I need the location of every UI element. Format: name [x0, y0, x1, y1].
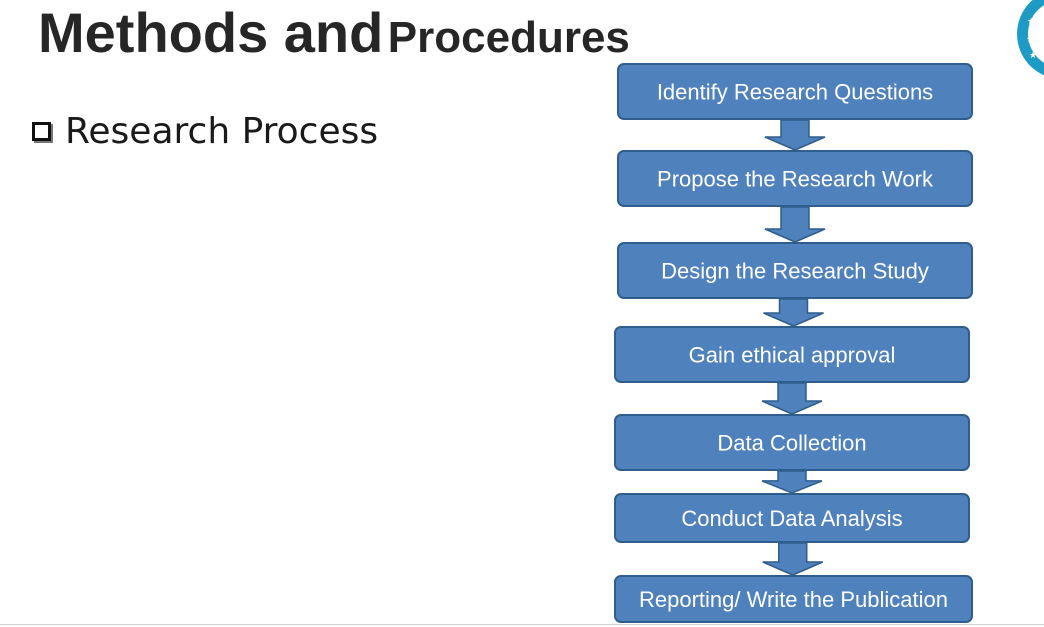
- flow-step-label: Design the Research Study: [661, 259, 929, 284]
- flow-step-rect: [617, 242, 973, 299]
- title-part-1: Methods and: [38, 1, 384, 64]
- svg-text:★: ★: [1029, 51, 1037, 61]
- flow-step-box: Reporting/ Write the Publication: [614, 575, 973, 623]
- flow-step-rect: [614, 575, 973, 623]
- down-arrow-icon: [763, 298, 824, 327]
- flow-step-label: Propose the Research Work: [657, 167, 934, 192]
- down-arrow-icon: [764, 119, 826, 151]
- down-arrow-icon: [761, 382, 823, 415]
- down-arrow-icon: [764, 206, 826, 243]
- svg-text:★: ★: [1027, 17, 1035, 27]
- flow-step-box: Identify Research Questions: [617, 63, 973, 120]
- flow-step-label: Conduct Data Analysis: [681, 506, 902, 531]
- flow-step-rect: [614, 326, 970, 383]
- flow-step-label: Reporting/ Write the Publication: [639, 587, 948, 612]
- flow-step-box: Gain ethical approval: [614, 326, 970, 383]
- flow-step-rect: [614, 493, 970, 543]
- flow-step-box: Data Collection: [614, 414, 970, 471]
- flow-step-box: Conduct Data Analysis: [614, 493, 970, 543]
- title-part-2: Procedures: [387, 13, 630, 62]
- svg-text:★: ★: [1026, 35, 1034, 45]
- flow-step-rect: [617, 150, 973, 207]
- checkbox-bullet-icon: [32, 121, 51, 141]
- bullet-item: Research Process: [32, 108, 378, 154]
- down-arrow-icon: [762, 542, 824, 576]
- bullet-text: Research Process: [65, 110, 379, 152]
- flow-step-rect: [614, 414, 970, 471]
- flow-step-rect: [617, 63, 973, 120]
- flow-step-label: Gain ethical approval: [689, 343, 896, 368]
- university-seal-icon: ★ ★ ★: [1016, 0, 1044, 80]
- flow-step-label: Identify Research Questions: [657, 80, 933, 105]
- flow-step-box: Design the Research Study: [617, 242, 973, 299]
- flow-step-label: Data Collection: [717, 431, 866, 456]
- down-arrow-icon: [761, 470, 823, 494]
- flow-step-box: Propose the Research Work: [617, 150, 973, 207]
- slide-bottom-border: [0, 624, 1044, 625]
- slide-title: Methods and Procedures: [38, 0, 630, 66]
